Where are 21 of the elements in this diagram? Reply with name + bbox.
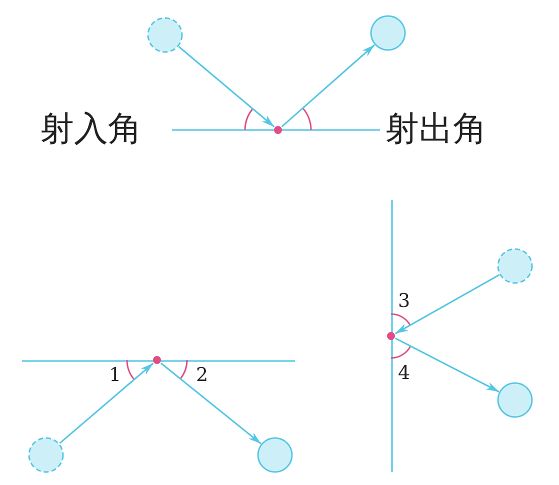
angle-number: 2 (196, 366, 208, 385)
ball (497, 382, 533, 418)
angle-label: 射出角 (385, 112, 487, 146)
angle-number: 4 (398, 364, 410, 383)
arrow (281, 44, 376, 128)
ball-start-position (497, 248, 533, 284)
ball-start-position (147, 17, 183, 53)
angle-number: 3 (398, 292, 410, 311)
reflection-point (152, 355, 162, 365)
reflection-point (273, 125, 283, 135)
ball (257, 437, 293, 473)
angle-label: 射入角 (40, 112, 142, 146)
angle-number: 1 (109, 366, 122, 385)
reflection-point (386, 331, 396, 341)
arrow (59, 362, 154, 444)
arrow (394, 274, 500, 334)
ball (370, 15, 406, 51)
arrow (178, 46, 275, 128)
arrow (395, 338, 500, 392)
arrow (160, 362, 262, 444)
ball-start-position (28, 437, 64, 473)
